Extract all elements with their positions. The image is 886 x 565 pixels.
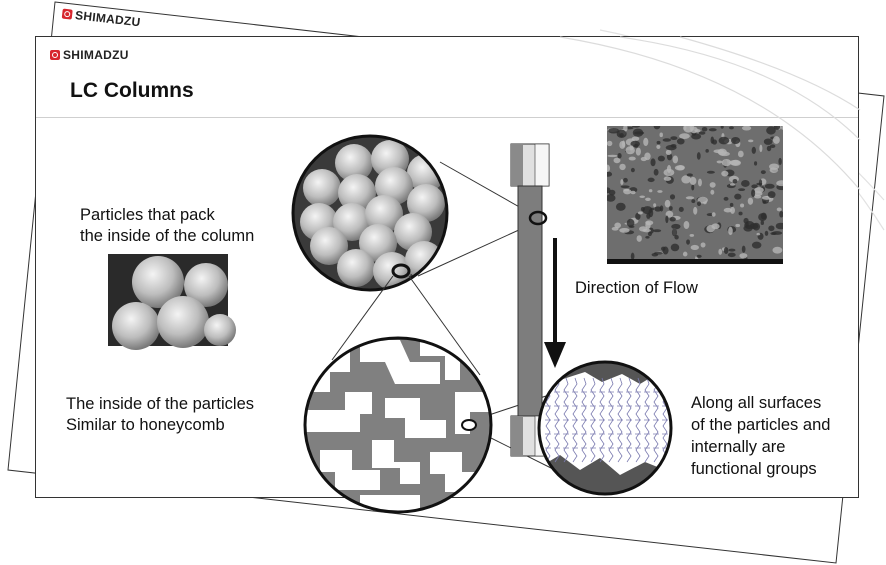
inside-particles-line-2: Similar to honeycomb bbox=[66, 416, 225, 434]
direction-of-flow-label: Direction of Flow bbox=[575, 278, 698, 299]
functional-groups-line-3: internally are bbox=[691, 438, 786, 456]
functional-groups-line-2: of the particles and bbox=[691, 416, 831, 434]
particles-pack-label: Particles that pack the inside of the co… bbox=[80, 205, 254, 247]
decorative-arcs bbox=[559, 36, 861, 191]
flow-arrow bbox=[544, 238, 566, 368]
inside-particles-label: The inside of the particles Similar to h… bbox=[66, 394, 254, 436]
particle-interior-magnified bbox=[303, 336, 493, 514]
particles-photo bbox=[108, 254, 236, 350]
particles-pack-line-2: the inside of the column bbox=[80, 227, 255, 245]
page-title: LC Columns bbox=[70, 79, 194, 102]
sem-micrograph bbox=[607, 126, 783, 264]
functional-groups-line-1: Along all surfaces bbox=[691, 394, 822, 412]
particles-pack-line-1: Particles that pack bbox=[80, 206, 215, 224]
functional-groups-magnified bbox=[537, 360, 673, 496]
shimadzu-logo-icon bbox=[50, 50, 60, 60]
brand-name: SHIMADZU bbox=[63, 48, 129, 62]
direction-of-flow-text: Direction of Flow bbox=[575, 279, 698, 297]
functional-groups-label: Along all surfaces of the particles and … bbox=[691, 392, 830, 480]
packed-particles-magnified bbox=[291, 134, 449, 292]
inside-particles-line-1: The inside of the particles bbox=[66, 395, 255, 413]
title-divider bbox=[36, 117, 858, 118]
front-slide-logo: SHIMADZU bbox=[50, 48, 129, 62]
functional-groups-line-4: functional groups bbox=[691, 460, 817, 478]
